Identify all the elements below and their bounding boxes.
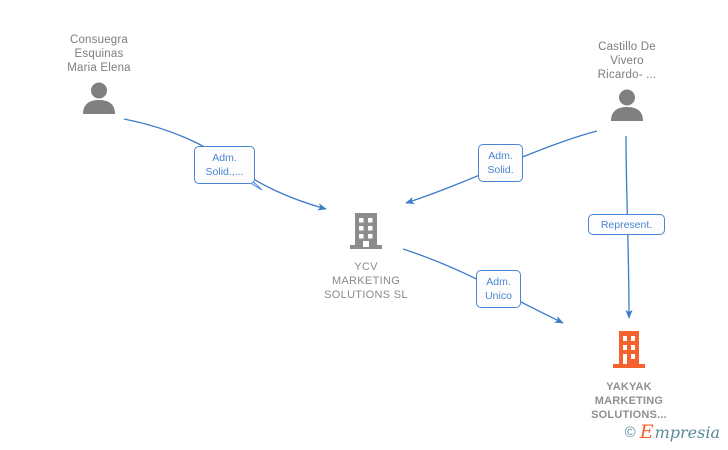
building-icon	[612, 330, 646, 375]
node-person-castillo[interactable]: Castillo De Vivero Ricardo- ...	[557, 40, 697, 127]
copyright-icon: ©	[624, 424, 636, 441]
brand-initial: E	[639, 421, 654, 443]
node-label: YAKYAK MARKETING SOLUTIONS...	[591, 381, 667, 421]
edge-label-adm-solid-castillo[interactable]: Adm. Solid.	[478, 144, 523, 182]
edge-label-adm-unico[interactable]: Adm. Unico	[476, 270, 521, 308]
edge-label-text: Represent.	[600, 218, 653, 231]
edge-label-text: Adm. Solid.,...	[205, 152, 244, 178]
person-icon	[79, 81, 119, 120]
node-company-ycv[interactable]: YCV MARKETING SOLUTIONS SL	[296, 212, 436, 302]
brand-name: mpresia	[654, 422, 720, 442]
node-label: YCV MARKETING SOLUTIONS SL	[324, 261, 408, 301]
building-icon	[349, 212, 383, 255]
edge-label-represent[interactable]: Represent.	[588, 214, 665, 235]
watermark-empresia: © E mpresia	[625, 423, 720, 442]
node-company-yakyak[interactable]: YAKYAK MARKETING SOLUTIONS...	[559, 330, 699, 422]
edge-label-adm-solid-consuegra[interactable]: Adm. Solid.,...	[194, 146, 255, 184]
edge-label-text: Adm. Unico	[485, 276, 512, 302]
person-icon	[607, 88, 647, 127]
node-label: Castillo De Vivero Ricardo- ...	[597, 41, 657, 81]
node-person-consuegra[interactable]: Consuegra Esquinas Maria Elena	[29, 33, 169, 120]
edge-label-text: Adm. Solid.	[487, 150, 514, 176]
node-label: Consuegra Esquinas Maria Elena	[67, 34, 131, 74]
